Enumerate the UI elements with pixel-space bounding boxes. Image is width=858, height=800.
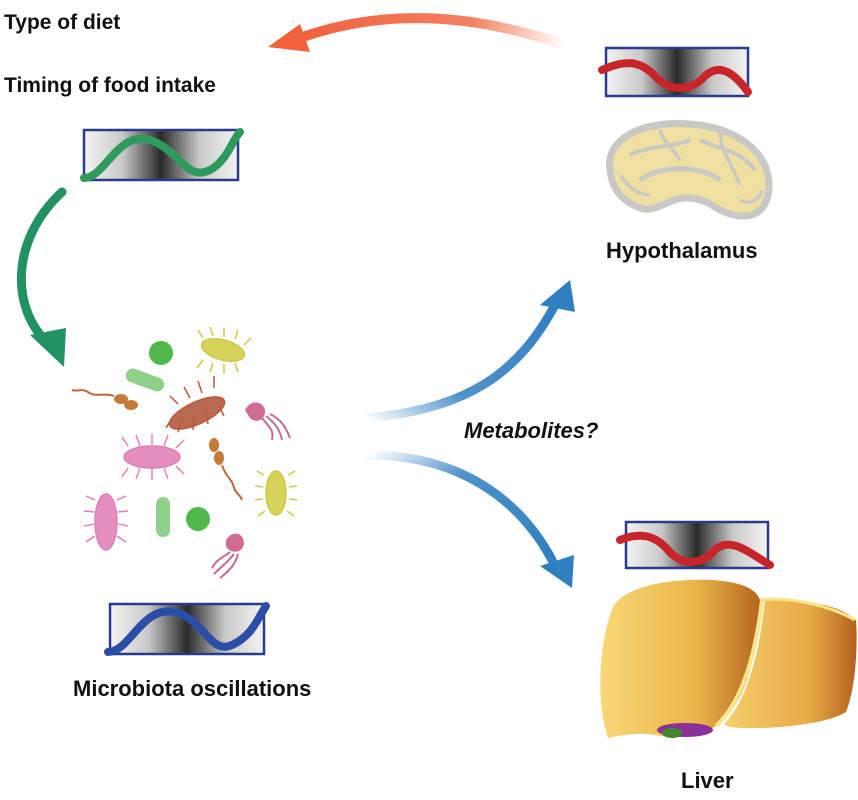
diet-to-microbiota-arrow (17, 187, 67, 367)
bacteria-cluster-icon (71, 326, 298, 579)
liver-label: Liver (681, 768, 734, 793)
microbiota-label: Microbiota oscillations (73, 676, 312, 701)
liver-icon (600, 579, 857, 738)
diet-type-label: Type of diet (4, 11, 121, 34)
microbiota-oscillation-box-icon (104, 602, 270, 656)
feedback-arrow (268, 13, 570, 52)
metabolite-arrow-to-hypothalamus (360, 280, 575, 423)
metabolites-label: Metabolites? (464, 418, 599, 443)
hypothalamus-label: Hypothalamus (606, 238, 758, 263)
diet-oscillation-box-icon (80, 128, 244, 182)
brain-icon (606, 119, 773, 220)
food-timing-label: Timing of food intake (4, 74, 216, 97)
liver-oscillation-box-icon (616, 520, 774, 570)
hypothalamus-oscillation-box-icon (598, 46, 752, 98)
metabolite-arrow-to-liver (363, 450, 574, 588)
